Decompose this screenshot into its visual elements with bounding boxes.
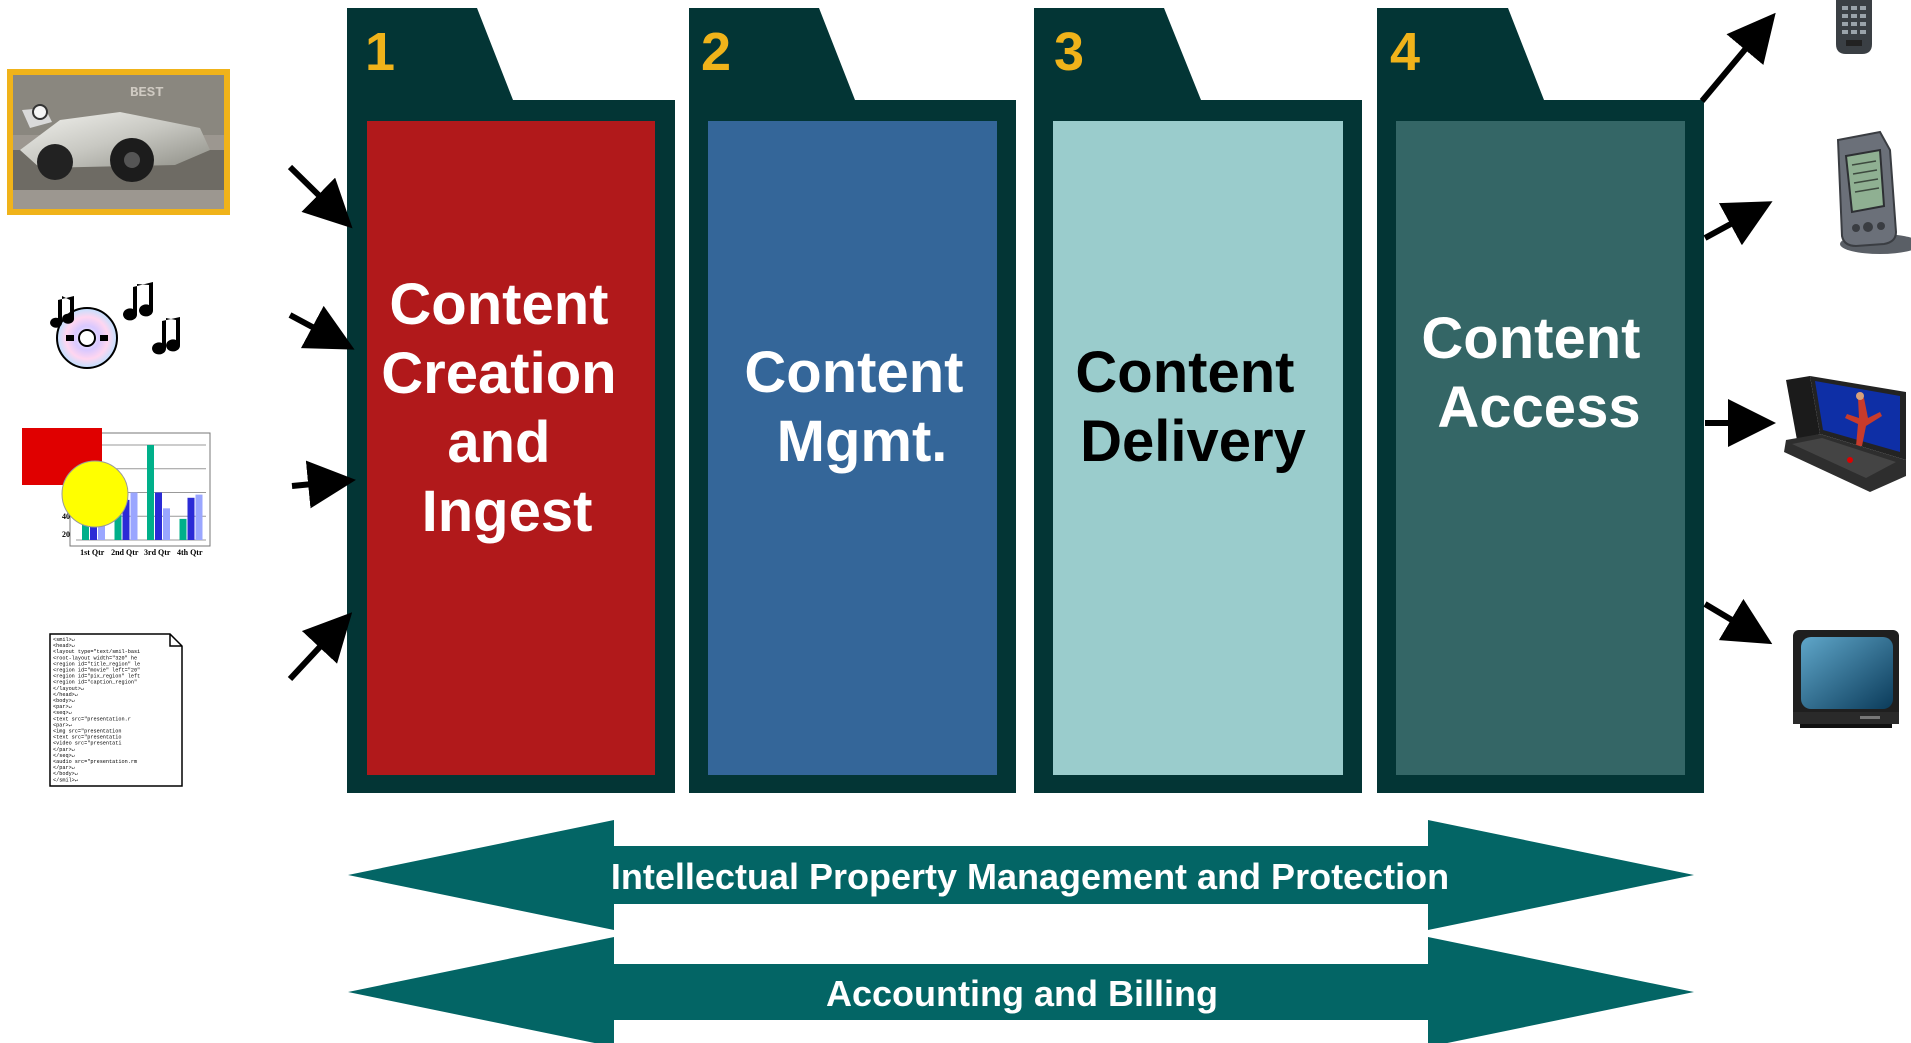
billing-band: Accounting and Billing [348,937,1694,1043]
smil-code-line: <par>↵ [53,722,72,728]
smil-code-line: <audio src="presentation.rm [53,759,137,765]
smil-code-line: </head>↵ [53,692,78,698]
ipmp-label: Intellectual Property Management and Pro… [611,856,1449,897]
smil-code-line: </par>↵ [53,765,75,771]
output-arrow-4 [1703,598,1773,645]
stage-3-number: 3 [1054,22,1084,82]
smil-code-line: <region id="caption_region" [53,680,137,686]
smil-code-line: <img src="presentation [53,729,122,735]
chart-bar [114,511,122,540]
svg-text:BEST: BEST [130,85,164,101]
billing-double-arrow [348,937,1694,1043]
smil-code-line: <body>↵ [53,698,75,704]
chart-y-tick: 40 [62,512,70,521]
smil-code-line: <root-layout width="320" he [53,655,137,661]
stage-4-folder: 4 Content Access [1377,8,1704,793]
output-arrow-2 [1703,201,1773,246]
smil-page-outline [49,633,183,787]
smil-code-line: <region id="movie" left="20" [53,668,140,674]
output-arrow-1 [1699,12,1776,103]
chart-bar [130,492,138,540]
stage-1-folder: 1 Content Creation and Ingest [347,8,675,793]
stage-4-label: Content Access [1421,306,1656,440]
smil-code-line: <region id="pix_region" left [53,674,140,680]
clipart-yellow-circle [61,460,129,528]
race-car-photo-icon: BEST [7,69,230,215]
ipmp-band: Intellectual Property Management and Pro… [348,820,1694,930]
stage-2-label: Content Mgmt. [744,340,979,474]
smil-code-line: <video src="presentati [53,741,122,747]
input-arrow-1 [287,164,353,229]
chart-bar [147,445,154,540]
ipmp-double-arrow [348,820,1694,930]
smil-code-line: </par>↵ [53,747,75,753]
stage-2-panel [708,121,997,775]
stage-4-number: 4 [1390,22,1420,82]
smil-code-line: <seq>↵ [53,710,72,716]
smil-code-line: </smil>↵ [53,777,78,783]
music-cd-notes-icon [50,282,181,369]
chart-bar [187,497,195,540]
chart-bar [122,499,130,540]
output-arrows [1699,12,1776,645]
input-arrow-3 [291,460,356,509]
input-arrows [287,164,356,682]
smil-code-line: </body>↵ [53,771,78,777]
input-arrow-2 [288,305,355,350]
smil-code-line: <region id="title_region" le [53,661,140,667]
smil-document-icon: <smil>↵ <head>↵ <layout type="text/smil-… [49,633,183,787]
smil-code-line: <text src="presentatio [53,735,122,741]
chart-bar [163,508,170,540]
stage-1-number: 1 [365,22,395,82]
smil-code-line: <smil>↵ [53,637,75,643]
smil-code-lines: <smil>↵ <head>↵ <layout type="text/smil-… [53,637,140,783]
chart-bar [82,518,89,540]
pda-handheld-icon [1836,130,1911,254]
television-icon [1793,630,1899,728]
smil-code-line: <layout type="text/smil-basi [53,649,140,655]
stage-1-label: Content Creation and Ingest [381,272,632,544]
smil-code-line: <text src="presentation.r [53,716,131,722]
mobile-phone-icon [1836,0,1872,54]
smil-code-line: </seq>↵ [53,753,75,759]
chart-x-tick: 4th Qtr [177,548,203,557]
stage-3-panel [1053,121,1343,775]
chart-bar [155,492,162,540]
stage-2-number: 2 [701,22,731,82]
laptop-icon [1784,376,1906,492]
chart-bar [179,518,187,540]
smil-code-line: <head>↵ [53,643,75,649]
chart-x-tick: 2nd Qtr [111,548,139,557]
chart-y-tick: 20 [62,530,70,539]
input-arrow-4 [287,612,353,682]
stage-1-panel [367,121,655,775]
clipart-chart-xticks: 1st Qtr 2nd Qtr 3rd Qtr 4th Qtr [80,548,203,557]
chart-bar [195,494,203,540]
stage-3-label: Content Delivery [1075,340,1310,474]
smil-code-line: <par>↵ [53,704,72,710]
chart-x-tick: 3rd Qtr [144,548,171,557]
stage-4-panel [1396,121,1685,775]
chart-x-tick: 1st Qtr [80,548,105,557]
stage-2-folder: 2 Content Mgmt. [689,8,1016,793]
smil-code-line: </layout>↵ [53,686,84,692]
stage-3-folder: 3 Content Delivery [1034,8,1362,793]
billing-label: Accounting and Billing [826,973,1218,1014]
